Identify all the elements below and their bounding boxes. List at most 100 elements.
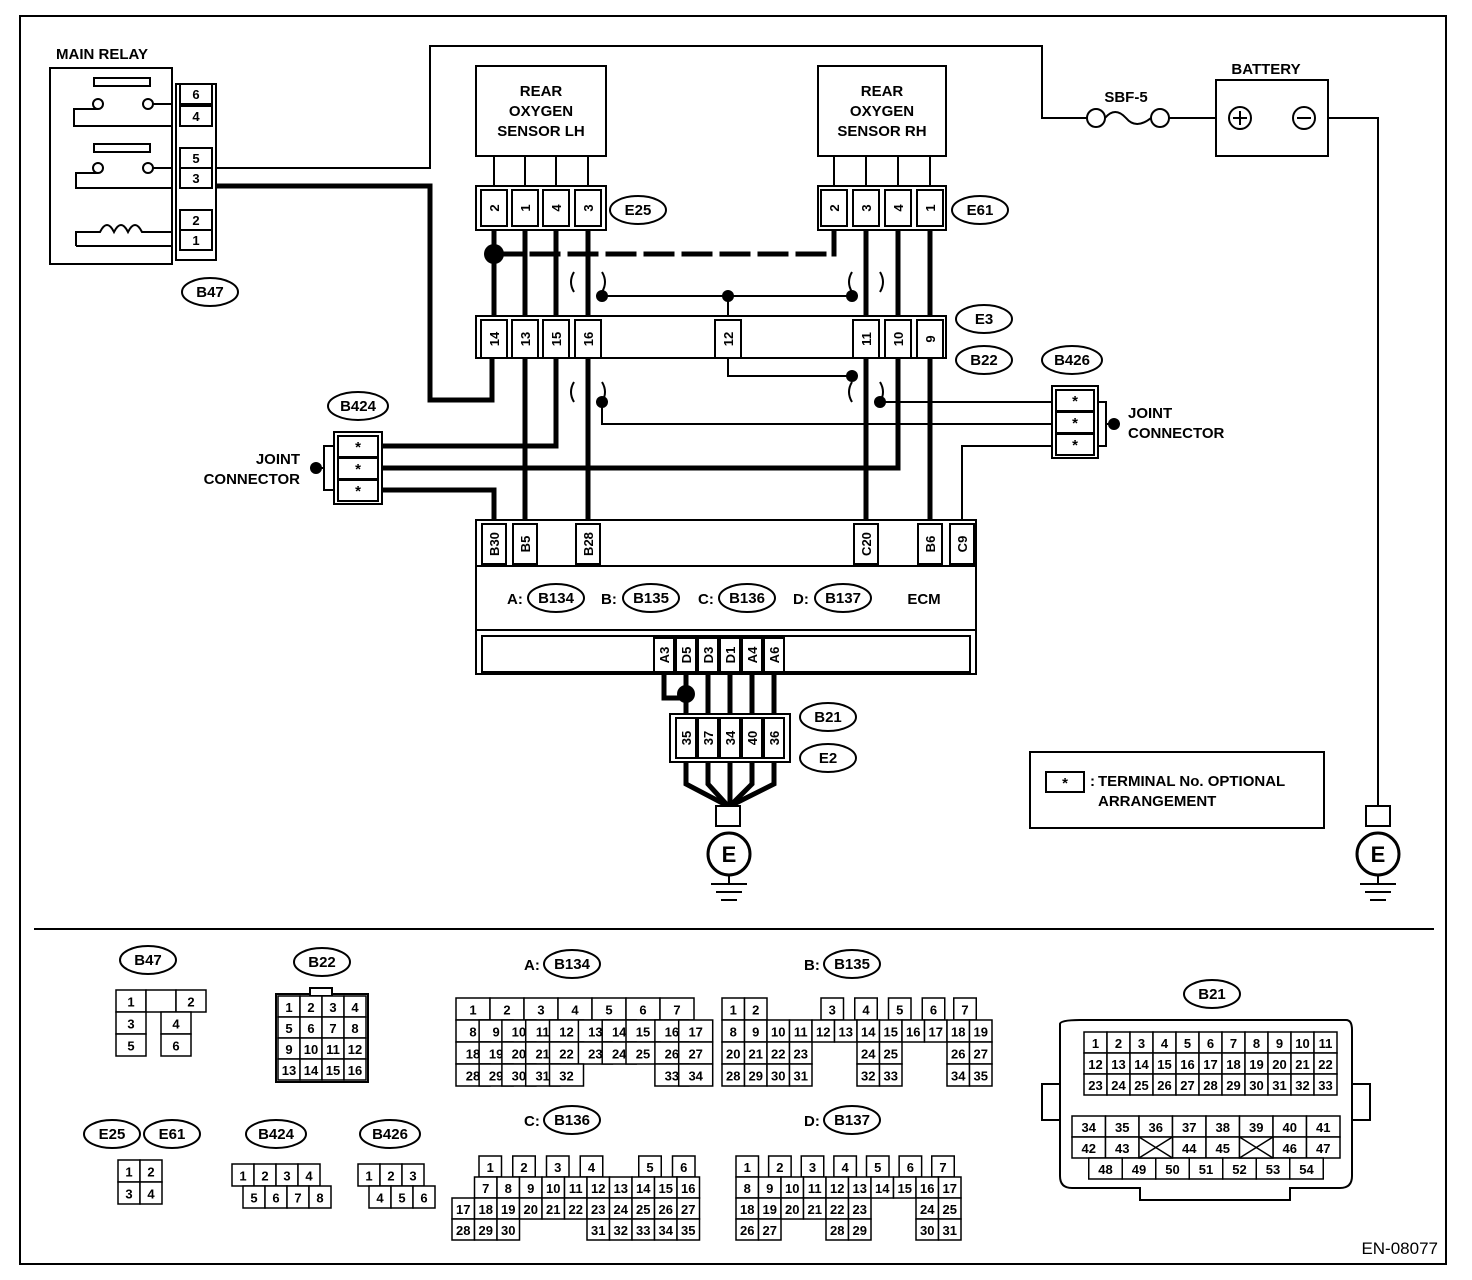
pin-label: 26: [1157, 1078, 1171, 1093]
pin-label: 2: [387, 1169, 394, 1184]
pin-label: 29: [1226, 1078, 1240, 1093]
pin-label: 6: [307, 1021, 314, 1036]
b424-star: *: [355, 483, 361, 500]
pin-label: 10: [785, 1181, 799, 1196]
face-cell-b137: [757, 1218, 782, 1241]
badge-b137-text: B137: [825, 590, 861, 607]
relay-pin-cell: [179, 83, 213, 105]
face-badge-b135-text: B135: [834, 956, 870, 973]
e3-pin-cell: [884, 319, 912, 359]
pin-label: 35: [974, 1069, 988, 1084]
pin-label: 4: [571, 1003, 579, 1018]
e3-pin-cell: [852, 319, 880, 359]
pin-label: 25: [884, 1047, 898, 1062]
pin-label: 25: [636, 1202, 650, 1217]
e25-pin-cell: [574, 189, 602, 227]
pin-label: 30: [501, 1223, 515, 1238]
pin-label: 4: [376, 1191, 384, 1206]
pin-label: 12: [559, 1025, 573, 1040]
pin-label: 42: [1082, 1141, 1096, 1156]
pin-label: 11: [536, 1025, 550, 1040]
pin-label: 34: [723, 730, 738, 745]
ecm_bottom-pin-cell: [719, 637, 741, 673]
pin-label: 3: [127, 1017, 134, 1032]
face-badge-b136-text: B136: [554, 1112, 590, 1129]
e3-pin-cell: [542, 319, 570, 359]
fuse-label: SBF-5: [1104, 89, 1147, 106]
pin-label: A3: [657, 647, 672, 664]
pin-label: 6: [172, 1039, 179, 1054]
pin-label: D5: [679, 647, 694, 664]
badge-b22-text: B22: [970, 352, 998, 369]
pin-label: 48: [1098, 1162, 1112, 1177]
pin-label: 25: [943, 1202, 957, 1217]
pin-label: 5: [874, 1160, 881, 1175]
ecm_top-pin-cell: [917, 523, 943, 565]
b22-latch: [309, 987, 333, 997]
badge-e61-text: E61: [967, 202, 994, 219]
wire-shield-b426-mid: [601, 401, 1055, 425]
pin-label: 2: [147, 1165, 154, 1180]
face-prefix-d: D:: [804, 1113, 820, 1130]
legend: * : TERMINAL No. OPTIONAL ARRANGEMENT: [1029, 751, 1325, 829]
pin-label: 21: [749, 1047, 763, 1062]
ground-battery: E: [1355, 805, 1401, 901]
wire-e3-15-b424: [377, 355, 559, 449]
pin-label: 6: [639, 1003, 646, 1018]
wire-b21-40-gnd: [726, 759, 755, 810]
wire-e3-10-b424: [377, 355, 901, 471]
pin-label: 15: [659, 1181, 673, 1196]
relay-pin-cell: [179, 229, 213, 251]
pin-label: A6: [767, 647, 782, 664]
pin-label: 8: [505, 1181, 512, 1196]
badge-b134: [527, 583, 585, 613]
pin-label: 5: [250, 1191, 257, 1206]
pin-label: 4: [588, 1160, 596, 1175]
pin-label: D1: [723, 647, 738, 664]
b21-pin-cell: [741, 717, 763, 759]
pin-label: 32: [861, 1069, 875, 1084]
ecm-prefix-b: B:: [601, 591, 617, 608]
diagram-frame: [19, 15, 1447, 1265]
pin-label: 26: [659, 1202, 673, 1217]
wire-b21-36-gnd: [726, 759, 777, 810]
pin-label: 53: [1266, 1162, 1280, 1177]
splice-dot: [596, 396, 608, 408]
badge-e25-text: E25: [625, 202, 652, 219]
pin-label: 21: [535, 1047, 549, 1062]
e25-pin-cell: [542, 189, 570, 227]
face-badge-b22: [293, 947, 351, 977]
pin-label: 32: [1295, 1078, 1309, 1093]
pin-label: 24: [612, 1047, 627, 1062]
pin-label: 50: [1165, 1162, 1179, 1177]
pin-label: 31: [1272, 1078, 1286, 1093]
pin-label: 1: [365, 1169, 372, 1184]
pin-label: 7: [294, 1191, 301, 1206]
pin-label: 7: [673, 1003, 680, 1018]
badge-b136-text: B136: [729, 590, 765, 607]
pin-label: 39: [1249, 1120, 1263, 1135]
b21-face-latches: [1041, 1083, 1371, 1121]
pin-label: 1: [192, 233, 199, 248]
pin-label: A4: [745, 646, 760, 663]
relay-coil-icon: [75, 224, 172, 247]
main-relay-body: [49, 67, 173, 265]
pin-label: B30: [487, 532, 502, 556]
pin-label: 22: [559, 1047, 573, 1062]
pin-label: 3: [192, 171, 199, 186]
legend-symbol-box: [1045, 771, 1085, 793]
pin-label: 44: [1182, 1141, 1197, 1156]
diagram-code: EN-08077: [1361, 1239, 1438, 1258]
pin-label: 14: [636, 1181, 651, 1196]
sensor-rh-leads: [833, 156, 931, 186]
ecm_top-pin-cell: [481, 523, 507, 565]
e25-pin-cell: [511, 189, 539, 227]
face-cell-b47: [115, 1033, 147, 1057]
pin-label: 36: [1149, 1120, 1163, 1135]
face-cell-b137: [937, 1218, 962, 1241]
pin-label: 10: [546, 1181, 560, 1196]
